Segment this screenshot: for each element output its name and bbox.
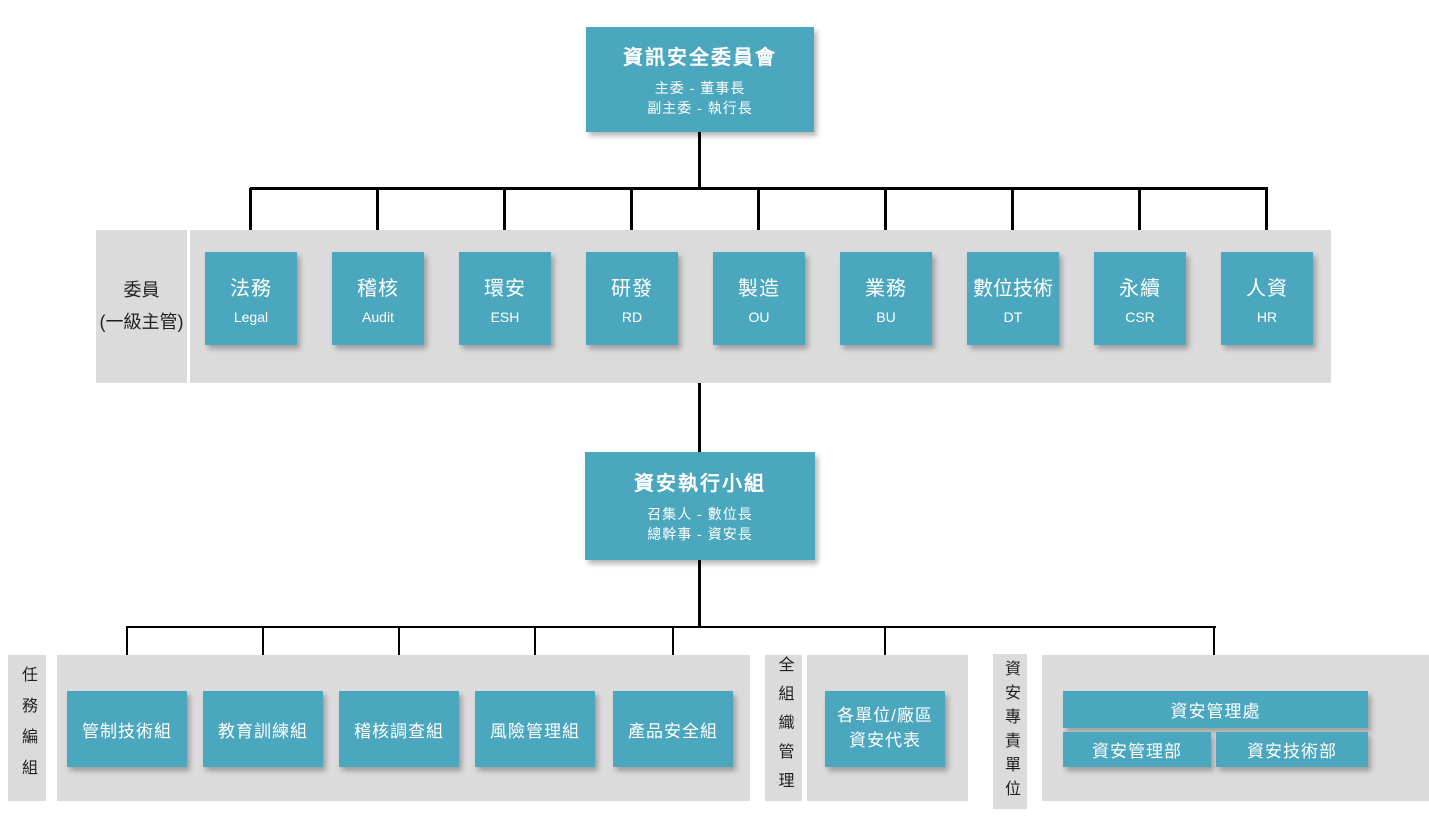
task-box-label: 風險管理組	[490, 721, 580, 741]
task-box-control-tech: 管制技術組	[67, 691, 187, 767]
connector-top-vertical	[698, 132, 701, 190]
member-box-rd: 研發 RD	[586, 252, 678, 345]
org-rep-box: 各單位/廠區 資安代表	[825, 691, 945, 767]
member-en-label: HR	[1256, 309, 1278, 325]
info-security-committee-box: 資訊安全委員會 主委 - 董事長 副主委 - 執行長	[586, 27, 814, 132]
dedicated-unit-vertical-label: 資安專責單位	[1002, 659, 1019, 804]
member-en-label: RD	[621, 309, 643, 325]
org-wide-vertical-label: 全組織管理	[775, 655, 793, 801]
connector-drop	[249, 188, 252, 254]
member-box-hr: 人資 HR	[1221, 252, 1313, 345]
committee-vice-chair-line: 副主委 - 執行長	[647, 99, 753, 116]
member-en-label: ESH	[490, 309, 520, 325]
connector-drop	[630, 188, 633, 254]
committee-label-line2: (一級主管)	[99, 311, 184, 332]
committee-title: 資訊安全委員會	[623, 46, 777, 69]
dept-sub-label: 資安技術部	[1247, 742, 1337, 761]
task-box-label: 管制技術組	[82, 721, 172, 741]
taskforce-title: 資安執行小組	[634, 473, 766, 496]
member-zh-label: 製造	[738, 278, 780, 300]
connector-drop	[503, 188, 506, 254]
member-box-csr: 永續 CSR	[1094, 252, 1186, 345]
member-en-label: DT	[1003, 309, 1023, 325]
task-box-label: 教育訓練組	[218, 721, 308, 741]
connector-bottom-vertical	[698, 559, 701, 628]
org-rep-line2: 資安代表	[849, 731, 921, 750]
dept-office-label: 資安管理處	[1170, 702, 1261, 721]
dept-sub-label: 資安管理部	[1092, 742, 1182, 761]
task-box-label: 稽核調查組	[354, 721, 444, 741]
task-box-education-training: 教育訓練組	[203, 691, 323, 767]
member-zh-label: 稽核	[357, 278, 399, 300]
taskforce-convener-line: 召集人 - 數位長	[647, 506, 753, 523]
task-groups-vertical-label: 任務編組	[19, 666, 36, 790]
member-zh-label: 法務	[230, 278, 272, 300]
member-en-label: OU	[748, 309, 770, 325]
connector-drop	[757, 188, 760, 254]
member-box-bu: 業務 BU	[840, 252, 932, 345]
label-dedicated-unit: 資安專責單位	[993, 654, 1027, 809]
member-zh-label: 永續	[1119, 278, 1161, 300]
dept-box-security-management: 資安管理部	[1063, 732, 1211, 767]
band-dedicated-unit	[1042, 655, 1429, 801]
task-box-label: 產品安全組	[628, 721, 718, 741]
taskforce-secretary-line: 總幹事 - 資安長	[647, 526, 753, 542]
committee-row-label: 委員 (一級主管)	[96, 230, 187, 383]
task-box-risk-management: 風險管理組	[475, 691, 595, 767]
connector-drop	[376, 188, 379, 254]
connector-bottom-horizontal	[126, 626, 1216, 628]
member-zh-label: 環安	[484, 278, 526, 300]
member-box-audit: 稽核 Audit	[332, 252, 424, 345]
member-en-label: BU	[876, 309, 896, 325]
committee-label-line1: 委員	[123, 280, 160, 300]
member-en-label: CSR	[1125, 309, 1155, 325]
task-box-audit-investigation: 稽核調查組	[339, 691, 459, 767]
member-zh-label: 人資	[1246, 278, 1288, 300]
member-zh-label: 業務	[865, 278, 907, 300]
committee-chair-line: 主委 - 董事長	[654, 79, 746, 96]
member-box-legal: 法務 Legal	[205, 252, 297, 345]
member-en-label: Audit	[362, 309, 394, 325]
connector-drop	[1138, 188, 1141, 254]
task-box-product-security: 產品安全組	[613, 691, 733, 767]
member-box-dt: 數位技術 DT	[967, 252, 1059, 345]
connector-drop	[1011, 188, 1014, 254]
connector-drop	[1265, 188, 1268, 254]
member-en-label: Legal	[233, 309, 269, 325]
connector-drop	[884, 188, 887, 254]
member-zh-label: 數位技術	[973, 278, 1053, 300]
label-org-wide: 全組織管理	[765, 655, 802, 801]
execution-taskforce-box: 資安執行小組 召集人 - 數位長 總幹事 - 資安長	[585, 452, 815, 560]
dept-box-security-management-office: 資安管理處	[1063, 691, 1368, 728]
member-box-ou: 製造 OU	[713, 252, 805, 345]
label-task-groups: 任務編組	[8, 655, 46, 801]
member-zh-label: 研發	[611, 278, 653, 300]
org-rep-line1: 各單位/廠區	[837, 706, 933, 726]
connector-mid-vertical	[698, 383, 701, 453]
dept-box-security-technology: 資安技術部	[1216, 732, 1368, 767]
member-box-esh: 環安 ESH	[459, 252, 551, 345]
